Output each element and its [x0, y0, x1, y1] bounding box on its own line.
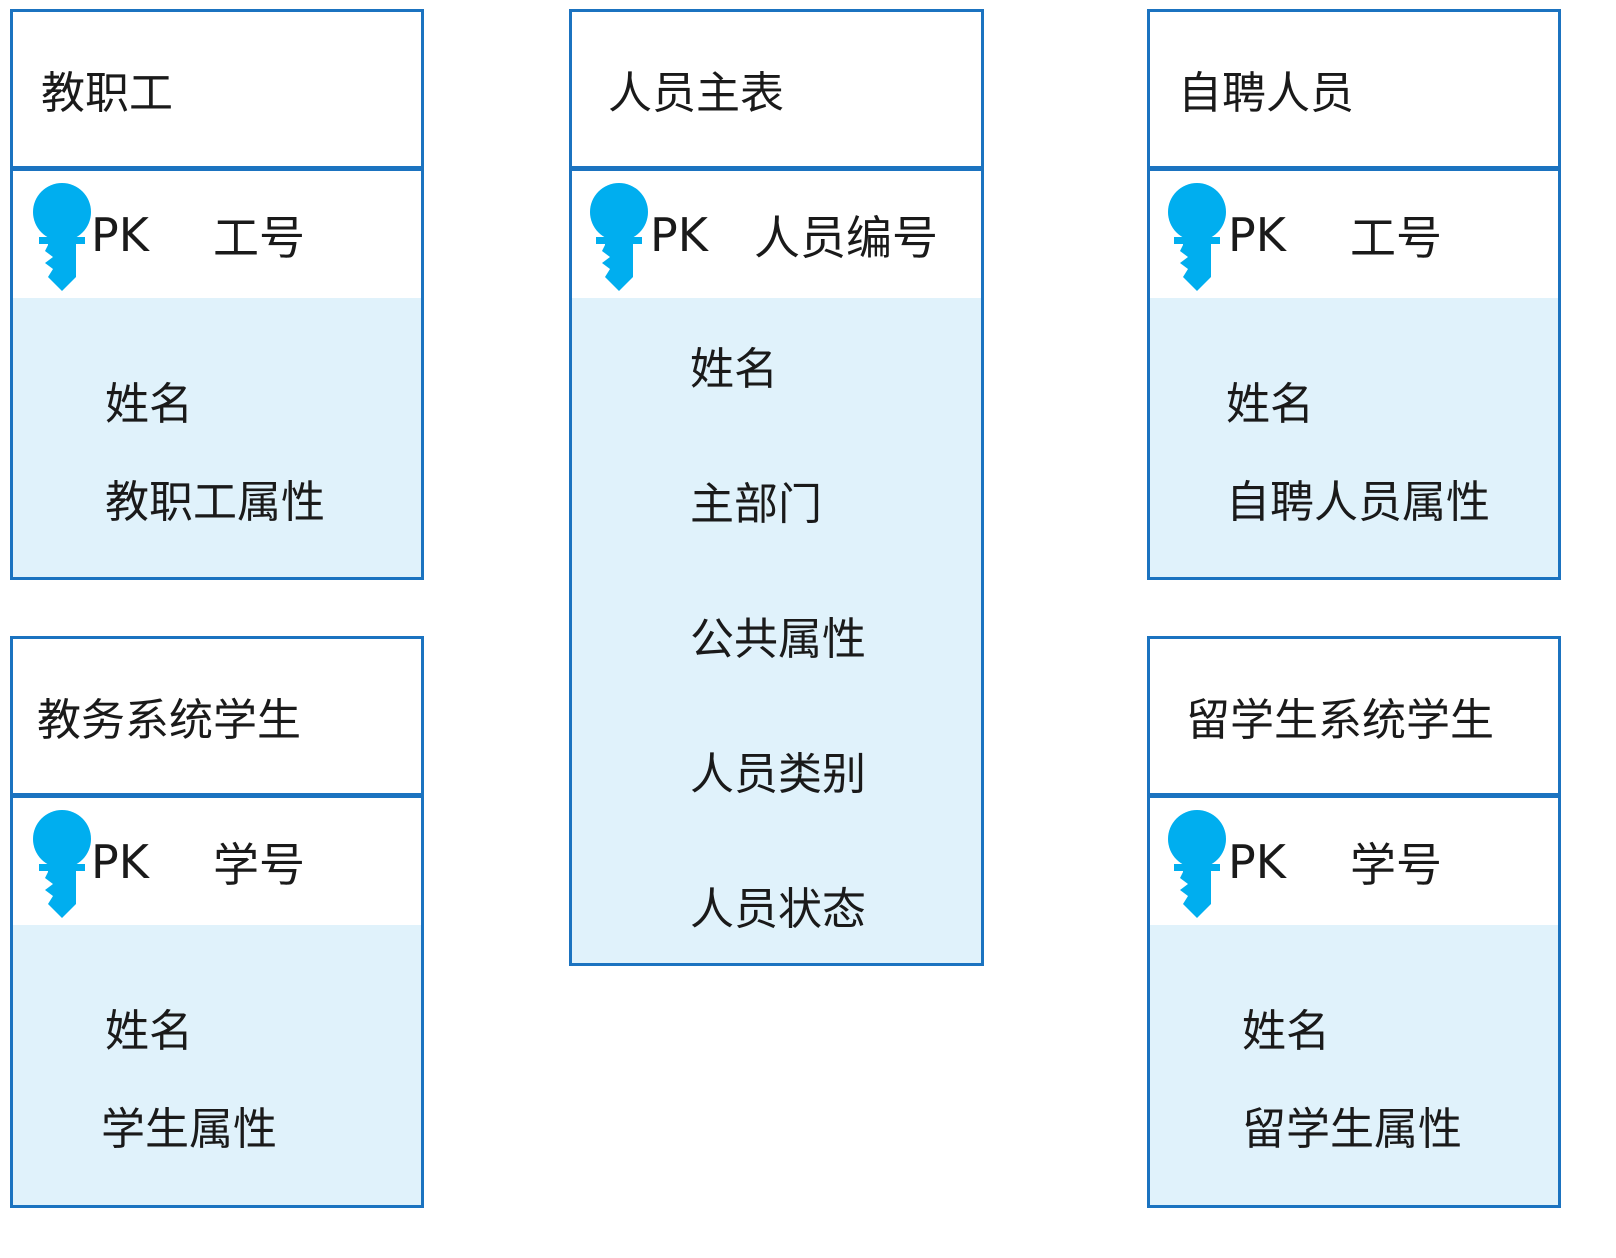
- attribute-list: 姓名 自聘人员属性: [1150, 298, 1558, 577]
- attribute-item: 公共属性: [690, 614, 866, 665]
- attribute-item: 姓名: [1226, 379, 1314, 430]
- primary-key-row: PK 人员编号: [572, 171, 981, 301]
- attribute-list: 姓名 主部门 公共属性 人员类别 人员状态: [572, 298, 981, 963]
- primary-key-row: PK 工号: [13, 171, 421, 301]
- entity-academic-student[interactable]: 教务系统学生 PK 学号 姓名 学生属性: [10, 636, 424, 1208]
- attribute-item: 学生属性: [101, 1104, 277, 1155]
- attribute-item: 姓名: [1242, 1006, 1330, 1057]
- pk-label: PK: [650, 207, 708, 262]
- entity-title-text: 自聘人员: [1178, 68, 1354, 119]
- attribute-item: 教职工属性: [105, 477, 325, 528]
- entity-title: 人员主表: [572, 12, 981, 171]
- entity-intl-student[interactable]: 留学生系统学生 PK 学号 姓名 留学生属性: [1147, 636, 1561, 1208]
- key-icon: [1168, 810, 1226, 918]
- attribute-item: 人员状态: [690, 884, 866, 935]
- pk-field: 工号: [213, 210, 305, 265]
- attribute-item: 姓名: [105, 1006, 193, 1057]
- attribute-item: 姓名: [105, 379, 193, 430]
- primary-key-row: PK 学号: [1150, 798, 1558, 928]
- entity-master[interactable]: 人员主表 PK 人员编号 姓名 主部门 公共属性 人员类别 人员状态: [569, 9, 984, 966]
- pk-field: 人员编号: [754, 210, 938, 265]
- entity-self-hired[interactable]: 自聘人员 PK 工号 姓名 自聘人员属性: [1147, 9, 1561, 580]
- attribute-item: 自聘人员属性: [1226, 477, 1490, 528]
- pk-field: 学号: [213, 837, 305, 892]
- pk-label: PK: [91, 207, 149, 262]
- attribute-item: 留学生属性: [1242, 1104, 1462, 1155]
- entity-title: 自聘人员: [1150, 12, 1558, 171]
- entity-title-text: 教职工: [41, 68, 173, 119]
- entity-title: 教务系统学生: [13, 639, 421, 798]
- primary-key-row: PK 学号: [13, 798, 421, 928]
- entity-title-text: 人员主表: [608, 68, 784, 119]
- key-icon: [1168, 183, 1226, 291]
- entity-title: 留学生系统学生: [1150, 639, 1558, 798]
- primary-key-row: PK 工号: [1150, 171, 1558, 301]
- pk-label: PK: [91, 834, 149, 889]
- attribute-list: 姓名 教职工属性: [13, 298, 421, 577]
- attribute-list: 姓名 学生属性: [13, 925, 421, 1205]
- pk-label: PK: [1228, 207, 1286, 262]
- entity-title-text: 教务系统学生: [37, 695, 301, 746]
- attribute-item: 主部门: [690, 479, 822, 530]
- pk-field: 学号: [1350, 837, 1442, 892]
- pk-field: 工号: [1350, 210, 1442, 265]
- attribute-item: 姓名: [690, 344, 778, 395]
- entity-title: 教职工: [13, 12, 421, 171]
- pk-label: PK: [1228, 834, 1286, 889]
- key-icon: [33, 810, 91, 918]
- attribute-list: 姓名 留学生属性: [1150, 925, 1558, 1205]
- key-icon: [33, 183, 91, 291]
- attribute-item: 人员类别: [690, 749, 866, 800]
- key-icon: [590, 183, 648, 291]
- entity-title-text: 留学生系统学生: [1186, 695, 1494, 746]
- entity-staff[interactable]: 教职工 PK 工号 姓名 教职工属性: [10, 9, 424, 580]
